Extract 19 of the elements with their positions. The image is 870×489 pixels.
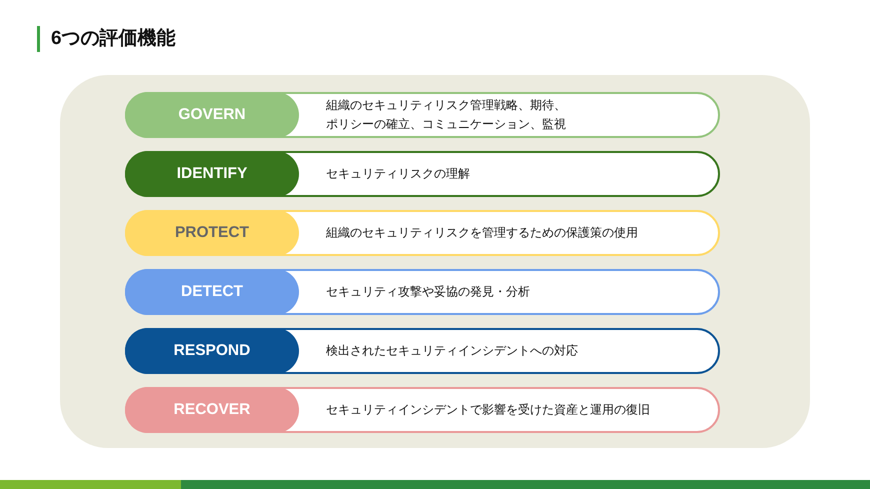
description-text: 組織のセキュリティリスクを管理するための保護策の使用 <box>326 224 638 242</box>
description-text: セキュリティリスクの理解 <box>326 166 470 182</box>
function-badge: GOVERN <box>125 92 299 138</box>
function-badge: IDENTIFY <box>125 151 299 197</box>
function-row <box>125 328 720 374</box>
description-text: セキュリティインシデントで影響を受けた資産と運用の復旧 <box>326 402 650 418</box>
function-badge: PROTECT <box>125 210 299 256</box>
function-row <box>125 210 720 256</box>
function-row <box>125 92 720 138</box>
function-row <box>125 387 720 433</box>
page-title: 6つの評価機能 <box>51 27 176 51</box>
function-row <box>125 151 720 197</box>
description-text: セキュリティ攻撃や妥協の発見・分析 <box>326 284 530 300</box>
function-row <box>125 269 720 315</box>
description-text: 組織のセキュリティリスク管理戦略、期待、ポリシーの確立、コミュニケーション、監視 <box>326 97 567 133</box>
function-badge: RESPOND <box>125 328 299 374</box>
function-badge: DETECT <box>125 269 299 315</box>
function-badge: RECOVER <box>125 387 299 433</box>
description-text: 検出されたセキュリティインシデントへの対応 <box>326 342 578 360</box>
